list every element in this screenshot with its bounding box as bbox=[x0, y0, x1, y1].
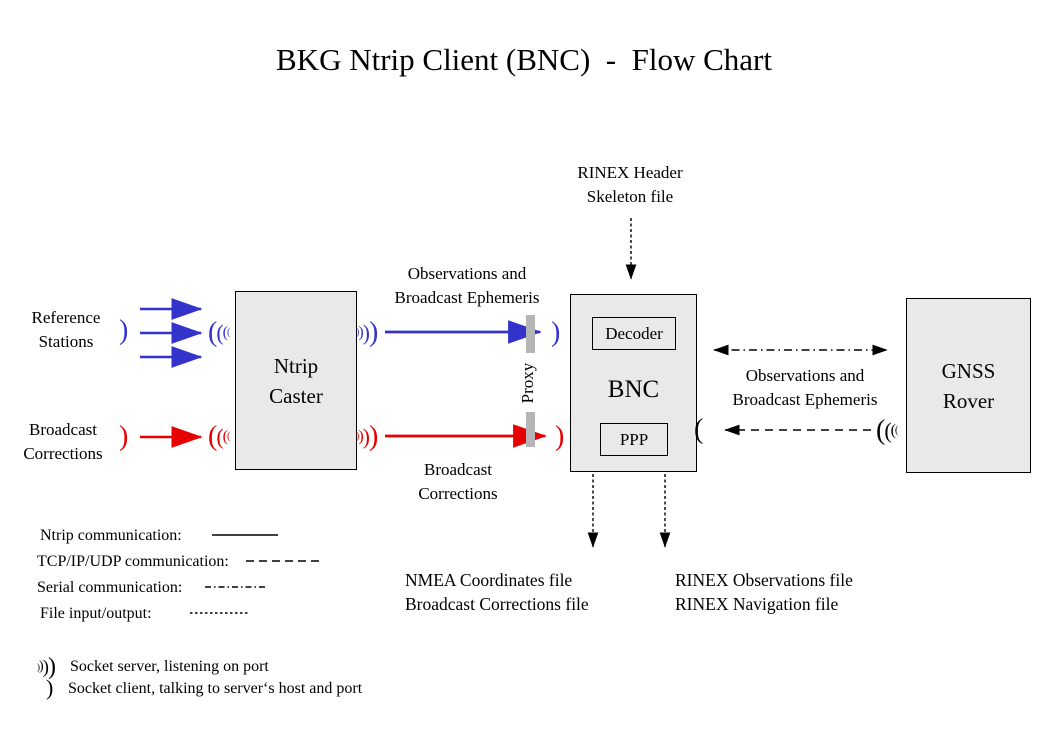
nmea-files-label: NMEA Coordinates file Broadcast Correcti… bbox=[405, 570, 589, 614]
socket-server-icon: )))) bbox=[37, 654, 56, 680]
node-decoder: Decoder bbox=[592, 317, 676, 350]
node-ppp: PPP bbox=[600, 423, 668, 456]
node-gnss-rover: GNSS Rover bbox=[906, 298, 1031, 473]
rinex-header-skeleton-label: RINEX Header Skeleton file bbox=[577, 163, 683, 206]
reference-stations-label: Reference Stations bbox=[31, 308, 101, 351]
broadcast-corrections-input-label: Broadcast Corrections bbox=[23, 420, 103, 463]
legend-tcp-label: TCP/IP/UDP communication: bbox=[37, 553, 229, 570]
legend-socket-server-label: Socket server, listening on port bbox=[70, 658, 269, 675]
gnss-rover-label-line1: GNSS bbox=[941, 358, 996, 383]
node-ntrip-caster: Ntrip Caster bbox=[235, 291, 357, 470]
socket-client-icon: ) bbox=[551, 317, 560, 348]
broadcast-corrections-mid-label: Broadcast Corrections bbox=[418, 460, 498, 503]
bnc-label: BNC bbox=[607, 376, 660, 403]
proxy-bar-bottom bbox=[526, 412, 535, 447]
decoder-label: Decoder bbox=[605, 323, 663, 343]
socket-client-icon: ) bbox=[555, 421, 564, 452]
socket-server-icon: (((( bbox=[208, 317, 231, 348]
ppp-label: PPP bbox=[619, 429, 649, 449]
legend-serial-label: Serial communication: bbox=[37, 579, 183, 596]
ntrip-caster-label-line2: Caster bbox=[269, 383, 323, 408]
legend-socket-client-label: Socket client, talking to server‘s host … bbox=[68, 680, 363, 697]
socket-client-icon: ( bbox=[694, 414, 703, 445]
gnss-rover-label-line2: Rover bbox=[942, 388, 995, 413]
page-title: BKG Ntrip Client (BNC) - Flow Chart bbox=[276, 42, 772, 77]
socket-client-icon: ) bbox=[119, 421, 128, 452]
socket-client-icon: ) bbox=[46, 675, 53, 700]
socket-client-icon: ) bbox=[119, 315, 128, 346]
socket-server-icon: (((( bbox=[876, 415, 899, 446]
socket-server-icon: )))) bbox=[356, 317, 378, 348]
obs-ephemeris-right-label: Observations and Broadcast Ephemeris bbox=[732, 366, 878, 409]
proxy-label: Proxy bbox=[518, 362, 537, 404]
proxy-bar-top bbox=[526, 315, 535, 353]
rinex-files-label: RINEX Observations file RINEX Navigation… bbox=[675, 570, 853, 614]
legend-file-label: File input/output: bbox=[40, 605, 152, 622]
obs-ephemeris-top-label: Observations and Broadcast Ephemeris bbox=[394, 264, 540, 307]
socket-server-icon: )))) bbox=[356, 421, 378, 452]
legend-ntrip-label: Ntrip communication: bbox=[40, 527, 182, 544]
ntrip-caster-label-line1: Ntrip bbox=[273, 353, 319, 378]
socket-server-icon: (((( bbox=[208, 421, 231, 452]
